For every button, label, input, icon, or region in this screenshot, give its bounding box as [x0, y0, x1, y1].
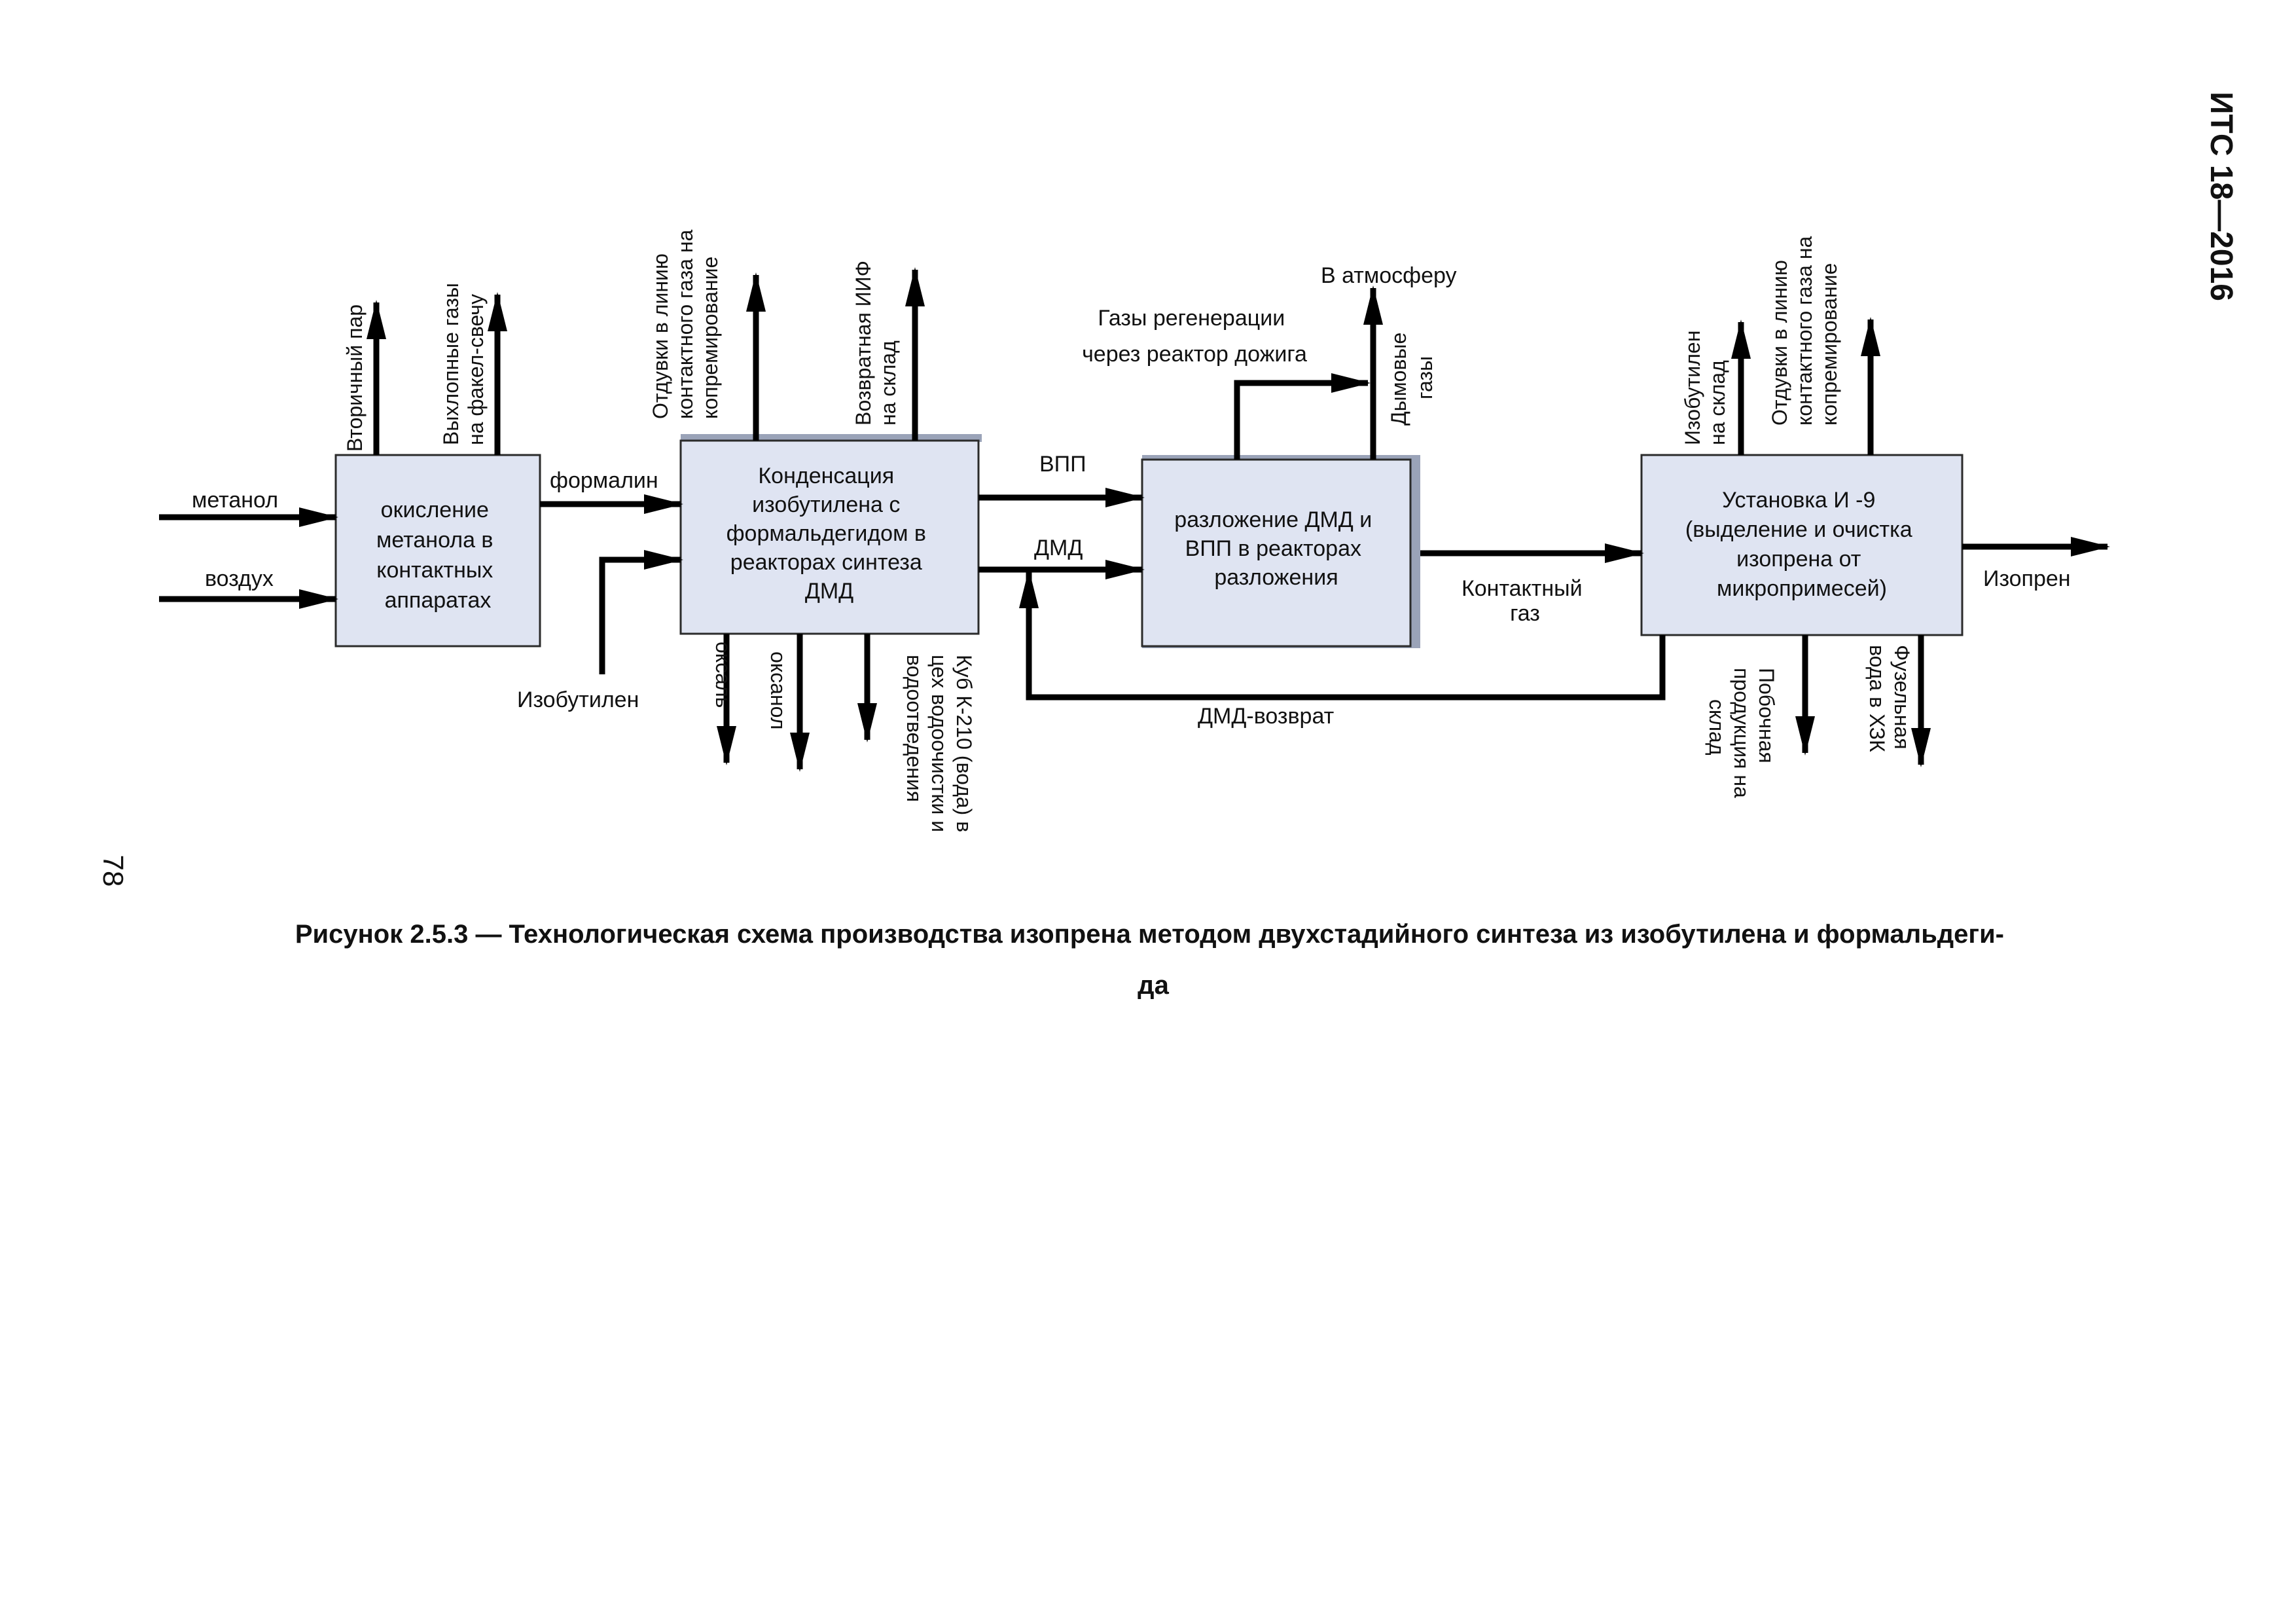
label-contact-gas: Контактный газ: [1462, 576, 1588, 626]
box-decomposition-line: ВПП в реакторах: [1185, 536, 1361, 561]
label-to-atmosphere: В атмосферу: [1321, 263, 1457, 288]
label-flue-gases: Дымовые газы: [1387, 327, 1437, 426]
box-condensation: Конденсация изобутилена с формальдегидом…: [679, 434, 982, 635]
label-formalin: формалин: [550, 468, 658, 493]
box-unit-i9-line: изопрена от: [1736, 547, 1861, 572]
svg-text:разложение ДМД и ВПП в р: разложение ДМД и ВПП в реакторах разложе…: [1174, 507, 1378, 590]
box-oxidation-line: окисление: [381, 498, 489, 522]
label-purge-2: Отдувки в линию контактного газа на копр…: [1768, 230, 1841, 426]
figure-caption: Рисунок 2.5.3 — Технологическая схема пр…: [295, 920, 2011, 1000]
label-vpp: ВПП: [1039, 452, 1086, 477]
label-oksanol: оксанол: [766, 651, 790, 729]
box-decomposition: разложение ДМД и ВПП в реакторах разложе…: [1141, 455, 1420, 648]
box-condensation-line: изобутилена с: [752, 492, 900, 517]
arrow-regen-gases: [1234, 373, 1371, 460]
box-unit-i9-line: микропримесей): [1717, 576, 1887, 601]
page-number: 78: [97, 855, 129, 887]
svg-text:Установка И -9 (выделен: Установка И -9 (выделение и очистка изоп…: [1685, 488, 1918, 601]
label-isobutylene: Изобутилен: [517, 687, 639, 712]
label-purge-1: Отдувки в линию контактного газа на копр…: [649, 224, 722, 419]
label-oksal: оксаль: [711, 642, 735, 708]
box-condensation-line: реакторах синтеза: [730, 550, 922, 575]
box-condensation-line: формальдегидом в: [726, 521, 926, 546]
svg-text:Конденсация изобутилена: Конденсация изобутилена с формальдегидом…: [726, 464, 933, 604]
box-unit-i9-line: (выделение и очистка: [1685, 517, 1912, 542]
label-dmd: ДМД: [1034, 536, 1083, 560]
box-condensation-line: Конденсация: [758, 464, 894, 488]
box-decomposition-line: разложение ДМД и: [1174, 507, 1372, 532]
box-condensation-line: ДМД: [805, 579, 853, 604]
label-dmd-return: ДМД-возврат: [1198, 704, 1334, 729]
arrow-dmd-return: [1019, 569, 1666, 701]
label-isoprene: Изопрен: [1983, 566, 2071, 591]
figure-caption-line-2: да: [1138, 971, 1169, 1000]
box-oxidation-line: аппаратах: [385, 588, 492, 613]
label-byproducts: Побочная продукция на склад: [1705, 668, 1778, 804]
svg-text:окисление метанола в: окисление метанола в контактных аппарата…: [376, 498, 499, 613]
label-methanol: метанол: [192, 488, 278, 513]
label-regen-gases: Газы регенерации через реактор дожига: [1082, 306, 1307, 367]
box-unit-i9: Установка И -9 (выделение и очистка изоп…: [1640, 454, 1964, 636]
document-header: ИТС 18—2016: [2204, 92, 2238, 301]
box-decomposition-line: разложения: [1214, 565, 1338, 590]
label-exhaust-gases: Выхлопные газы на факел-свечу: [439, 277, 488, 445]
box-oxidation-line: метанола в: [376, 528, 493, 553]
label-air: воздух: [205, 566, 274, 591]
figure-caption-line-1: Рисунок 2.5.3 — Технологическая схема пр…: [295, 920, 2004, 949]
label-secondary-steam: Вторичный пар: [343, 304, 367, 452]
label-return-iif: Возвратная ИИФ на склад: [852, 255, 900, 426]
label-fusel-water: Фузельная вода в ХЗК: [1865, 645, 1914, 755]
arrow-isobutylene: [599, 550, 683, 674]
box-oxidation: окисление метанола в контактных аппарата…: [334, 454, 541, 647]
box-oxidation-line: контактных: [376, 558, 493, 583]
label-kub: Куб К-210 (вода) в цех водоочистки и вод…: [903, 655, 976, 838]
label-isobutylene-storage: Изобутилен на склад: [1681, 325, 1729, 445]
box-unit-i9-line: Установка И -9: [1722, 488, 1875, 513]
